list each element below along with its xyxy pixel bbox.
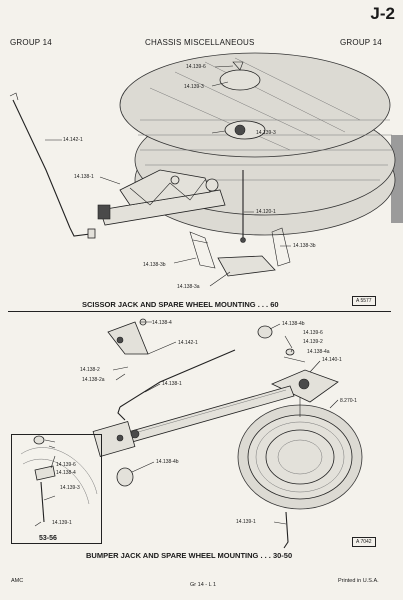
callout-label: 14.139-3 [256, 130, 276, 136]
inset-callout: 14.138-4 [56, 470, 76, 476]
callout-label: 14.142-1 [63, 137, 83, 143]
callout-label: 14.138-3b [293, 243, 316, 249]
callout-label: 14.138-4b [282, 321, 305, 327]
callout-label: 14.138-1 [74, 174, 94, 180]
section-title: CHASSIS MISCELLANEOUS [145, 38, 255, 47]
callout-label: 8.270-1 [340, 398, 357, 404]
callout-label: 14.138-3a [177, 284, 200, 290]
scissor-jack [97, 169, 226, 226]
section-divider [8, 311, 391, 312]
callout-label: 14.140-1 [322, 357, 342, 363]
group-label-left: GROUP 14 [10, 38, 52, 47]
callout-label: 14.139-3 [184, 84, 204, 90]
page-code: J-2 [370, 4, 395, 23]
callout-label: 14.138-2 [80, 367, 100, 373]
inset-label: 53-56 [39, 535, 57, 542]
callout-label: 14.120-1 [256, 209, 276, 215]
callout-label: 14.139-2 [303, 339, 323, 345]
bottom-figure-ref: A 7042 [352, 537, 376, 547]
inset-callout: 14.139-3 [60, 485, 80, 491]
callout-label: 14.138-3b [143, 262, 166, 268]
bottom-figure-caption: BUMPER JACK AND SPARE WHEEL MOUNTING . .… [86, 551, 293, 560]
callout-label: 14.138-4b [156, 459, 179, 465]
inset-callout: 14.139-1 [52, 520, 72, 526]
inset-detail-frame [11, 434, 102, 544]
jack-handle [9, 92, 96, 239]
callout-label: 14.139-1 [236, 519, 256, 525]
callout-label: 14.139-6 [186, 64, 206, 70]
callout-label: 14.139-6 [303, 330, 323, 336]
group-label-right: GROUP 14 [340, 38, 382, 47]
bumper-jack-diagram [92, 318, 363, 549]
wheel-rim [237, 404, 363, 510]
footer-printed: Printed in U.S.A. [338, 578, 379, 584]
footer-left: AMC [11, 578, 24, 584]
inset-callout: 14.139-6 [56, 462, 76, 468]
callout-label: 14.138-2a [82, 377, 105, 383]
inset-detail-diagram [20, 435, 98, 527]
bumper-jack [92, 385, 295, 457]
footer-page-ref: Gr 14 - L 1 [190, 582, 217, 588]
callout-label: 14.138-4 [152, 320, 172, 326]
top-figure-ref: A 5577 [352, 296, 376, 306]
top-figure-caption: SCISSOR JACK AND SPARE WHEEL MOUNTING . … [82, 300, 279, 309]
callout-label: 14.142-1 [178, 340, 198, 346]
callout-label: 14.138-4a [307, 349, 330, 355]
scissor-jack-diagram [9, 52, 396, 287]
callout-label: 14.138-1 [162, 381, 182, 387]
